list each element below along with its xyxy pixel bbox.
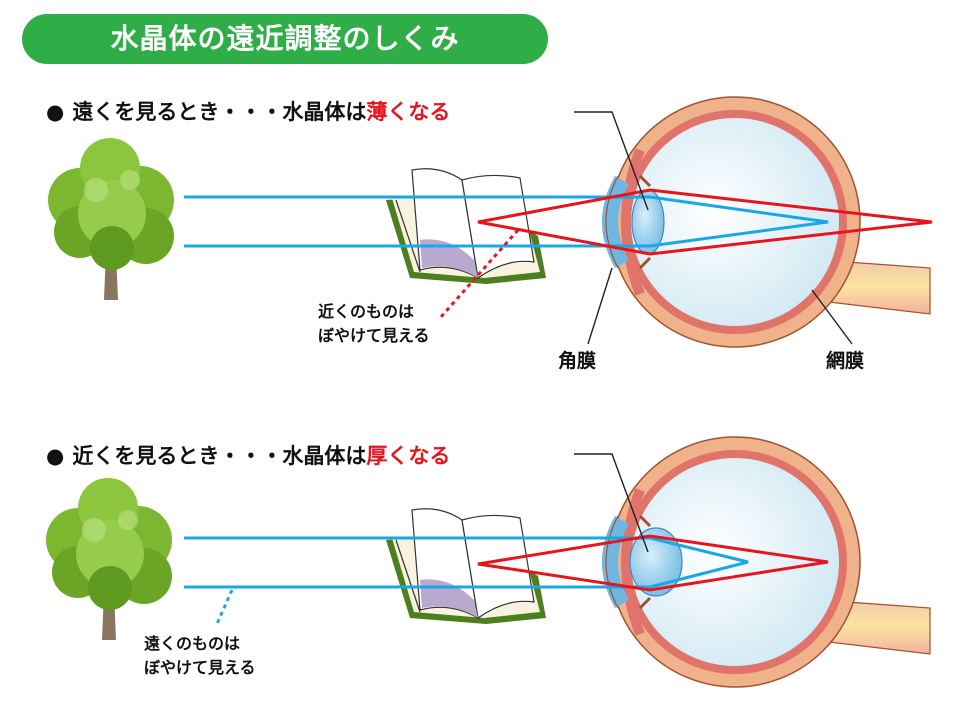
section-near-note-line1: 遠くのものは — [144, 634, 241, 653]
section-near-prefix: 近くを見るとき・・・水晶体は — [72, 444, 367, 468]
open-book-icon — [386, 508, 546, 624]
section-near-highlight: 厚くなる — [366, 444, 451, 468]
page-title: 水晶体の遠近調整のしくみ — [22, 14, 548, 64]
cornea-label: 角膜 — [558, 350, 597, 372]
bullet-icon: ● — [46, 100, 65, 124]
section-far-note-line2: ぼやけて見える — [318, 326, 430, 345]
tree-icon — [46, 478, 172, 640]
section-far-prefix: 遠くを見るとき・・・水晶体は — [72, 100, 367, 124]
section-near-note-line2: ぼやけて見える — [144, 658, 256, 677]
open-book-icon — [386, 168, 546, 284]
eyeball-cross-section-top — [602, 96, 931, 348]
section-near-heading: ● 近くを見るとき・・・水晶体は厚くなる — [46, 440, 450, 470]
section-far-note-line1: 近くのものは — [318, 302, 415, 321]
retina-label: 網膜 — [826, 350, 865, 372]
section-far-highlight: 薄くなる — [366, 100, 451, 124]
bullet-icon: ● — [46, 444, 65, 468]
section-far-heading: ● 遠くを見るとき・・・水晶体は薄くなる — [46, 96, 450, 126]
section-far-note: 近くのものは ぼやけて見える — [318, 300, 430, 348]
eyeball-cross-section-bottom — [602, 436, 931, 688]
tree-icon — [48, 138, 174, 300]
section-near-note: 遠くのものは ぼやけて見える — [144, 632, 256, 680]
